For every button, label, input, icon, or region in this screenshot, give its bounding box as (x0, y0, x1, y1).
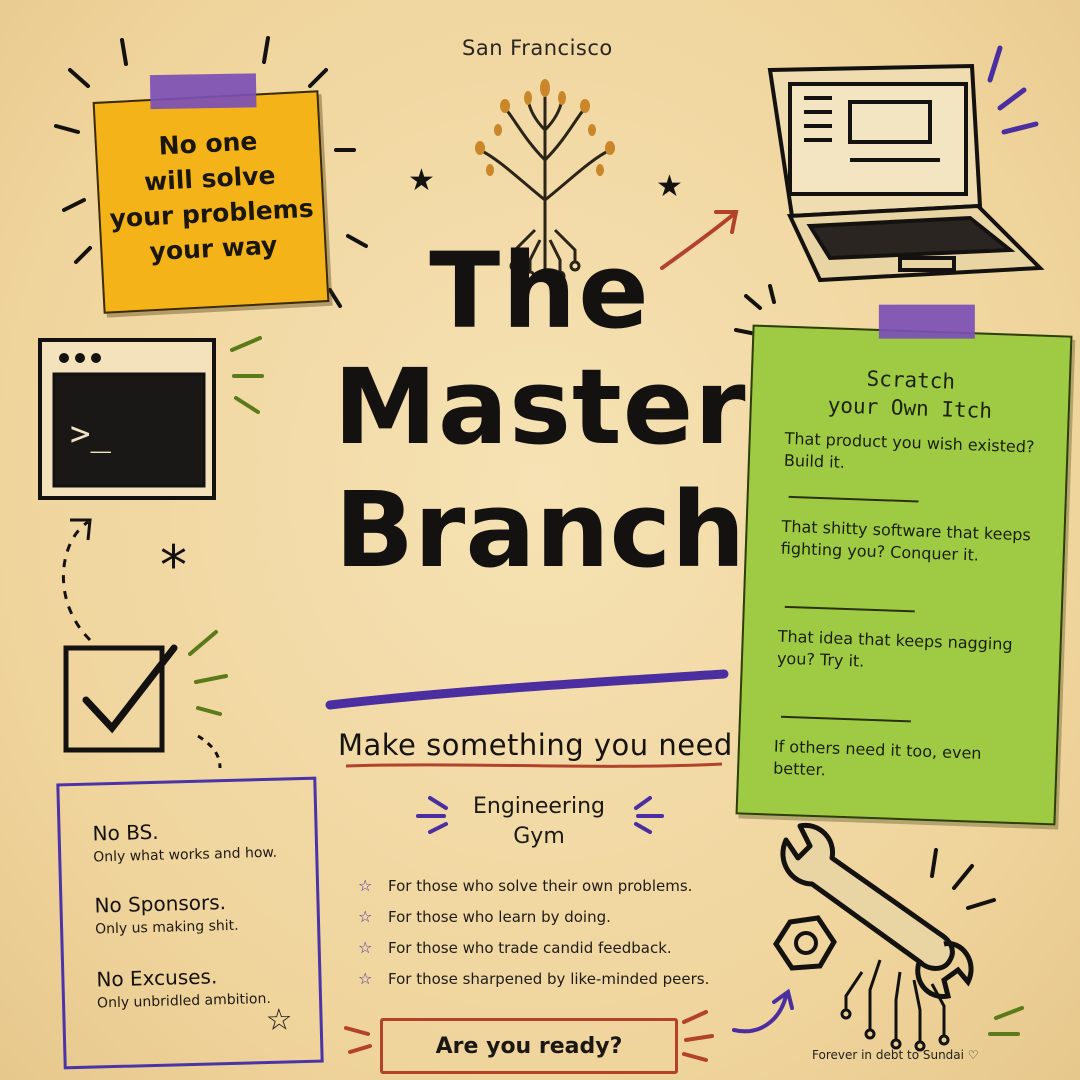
star-icon: ★ (408, 163, 435, 198)
value-sub: Only what works and how. (93, 844, 278, 866)
tagline-underline (345, 762, 723, 768)
burst-lines-wrench (930, 848, 996, 910)
star-icon: ☆ (358, 907, 373, 926)
page-title: The Master Branch (325, 230, 755, 591)
gym-title: Engineering Gym (454, 792, 624, 852)
ready-button[interactable]: Are you ready? (380, 1018, 678, 1074)
star-icon: ☆ (265, 1002, 293, 1039)
value-head: No BS. (92, 819, 159, 846)
value-item: No Excuses. Only unbridled ambition. (96, 963, 272, 1012)
value-sub: Only unbridled ambition. (96, 990, 272, 1012)
checkbox-icon (63, 644, 178, 753)
star-icon: ★ (656, 169, 683, 204)
title-underline (325, 669, 729, 710)
list-item-text: For those who solve their own problems. (388, 876, 693, 895)
list-item: ☆ For those who trade candid feedback. (358, 932, 709, 963)
divider (784, 605, 915, 613)
dashed-arrow-down (197, 734, 222, 769)
arrow-icon (732, 988, 794, 1034)
credit-text: Forever in debt to Sundai ♡ (812, 1048, 979, 1062)
star-icon: ☆ (358, 969, 373, 988)
itch-item: If others need it too, even better. (772, 736, 982, 780)
list-item: ☆ For those who learn by doing. (358, 901, 709, 932)
burst-lines-check (188, 630, 228, 716)
itch-item: That idea that keeps nagging you? Try it… (776, 626, 1013, 671)
asterisk-icon: * (160, 534, 187, 597)
dashed-arrow (61, 520, 92, 642)
burst-lines-terminal (230, 336, 264, 414)
list-item-text: For those who trade candid feedback. (388, 938, 672, 957)
tree-leaves (475, 79, 615, 176)
value-item: No BS. Only what works and how. (92, 817, 277, 866)
itch-item: That shitty software that keeps fighting… (780, 516, 1032, 565)
star-icon: ☆ (358, 876, 373, 895)
arrow-head (70, 518, 92, 541)
title-line: The (429, 230, 651, 352)
wrench-icon (780, 822, 974, 999)
burst-lines-circuit (988, 1006, 1024, 1036)
list-item-text: For those sharpened by like-minded peers… (388, 969, 710, 988)
gym-list: ☆ For those who solve their own problems.… (358, 870, 709, 994)
tagline: Make something you need (338, 728, 733, 762)
star-icon: ☆ (358, 938, 373, 957)
sticky-note-text: No one will solve your problems your way (96, 120, 325, 271)
gym-title-line: Engineering (473, 794, 605, 819)
svg-text:>_: >_ (70, 414, 111, 454)
itch-heading: Scratch your Own Itch (751, 361, 1069, 428)
sticky-note-yellow: No one will solve your problems your way (92, 73, 330, 314)
value-head: No Excuses. (96, 964, 218, 992)
list-item: ☆ For those who solve their own problems. (358, 870, 709, 901)
values-box: No BS. Only what works and how. No Spons… (56, 776, 324, 1070)
list-item: ☆ For those sharpened by like-minded peer… (358, 963, 709, 994)
divider (780, 715, 911, 723)
hex-nut-icon (773, 915, 837, 971)
circuit-lines (840, 959, 950, 1052)
itch-item: That product you wish existed? Build it. (783, 428, 1035, 472)
tape (878, 304, 975, 339)
gym-title-line: Gym (513, 824, 565, 849)
burst-lines-laptop (987, 45, 1039, 135)
title-line: Branch (334, 469, 746, 591)
title-line: Master (333, 346, 747, 468)
value-head: No Sponsors. (94, 890, 227, 918)
value-sub: Only us making shit. (94, 917, 239, 938)
laptop-icon (767, 63, 1045, 283)
location-label: San Francisco (462, 36, 613, 60)
value-item: No Sponsors. Only us making shit. (94, 890, 239, 938)
sticky-note-green: Scratch your Own Itch That product you w… (735, 304, 1073, 826)
list-item-text: For those who learn by doing. (388, 907, 611, 926)
tape (149, 73, 257, 110)
divider (788, 495, 919, 503)
terminal-icon: >_ (38, 338, 216, 500)
